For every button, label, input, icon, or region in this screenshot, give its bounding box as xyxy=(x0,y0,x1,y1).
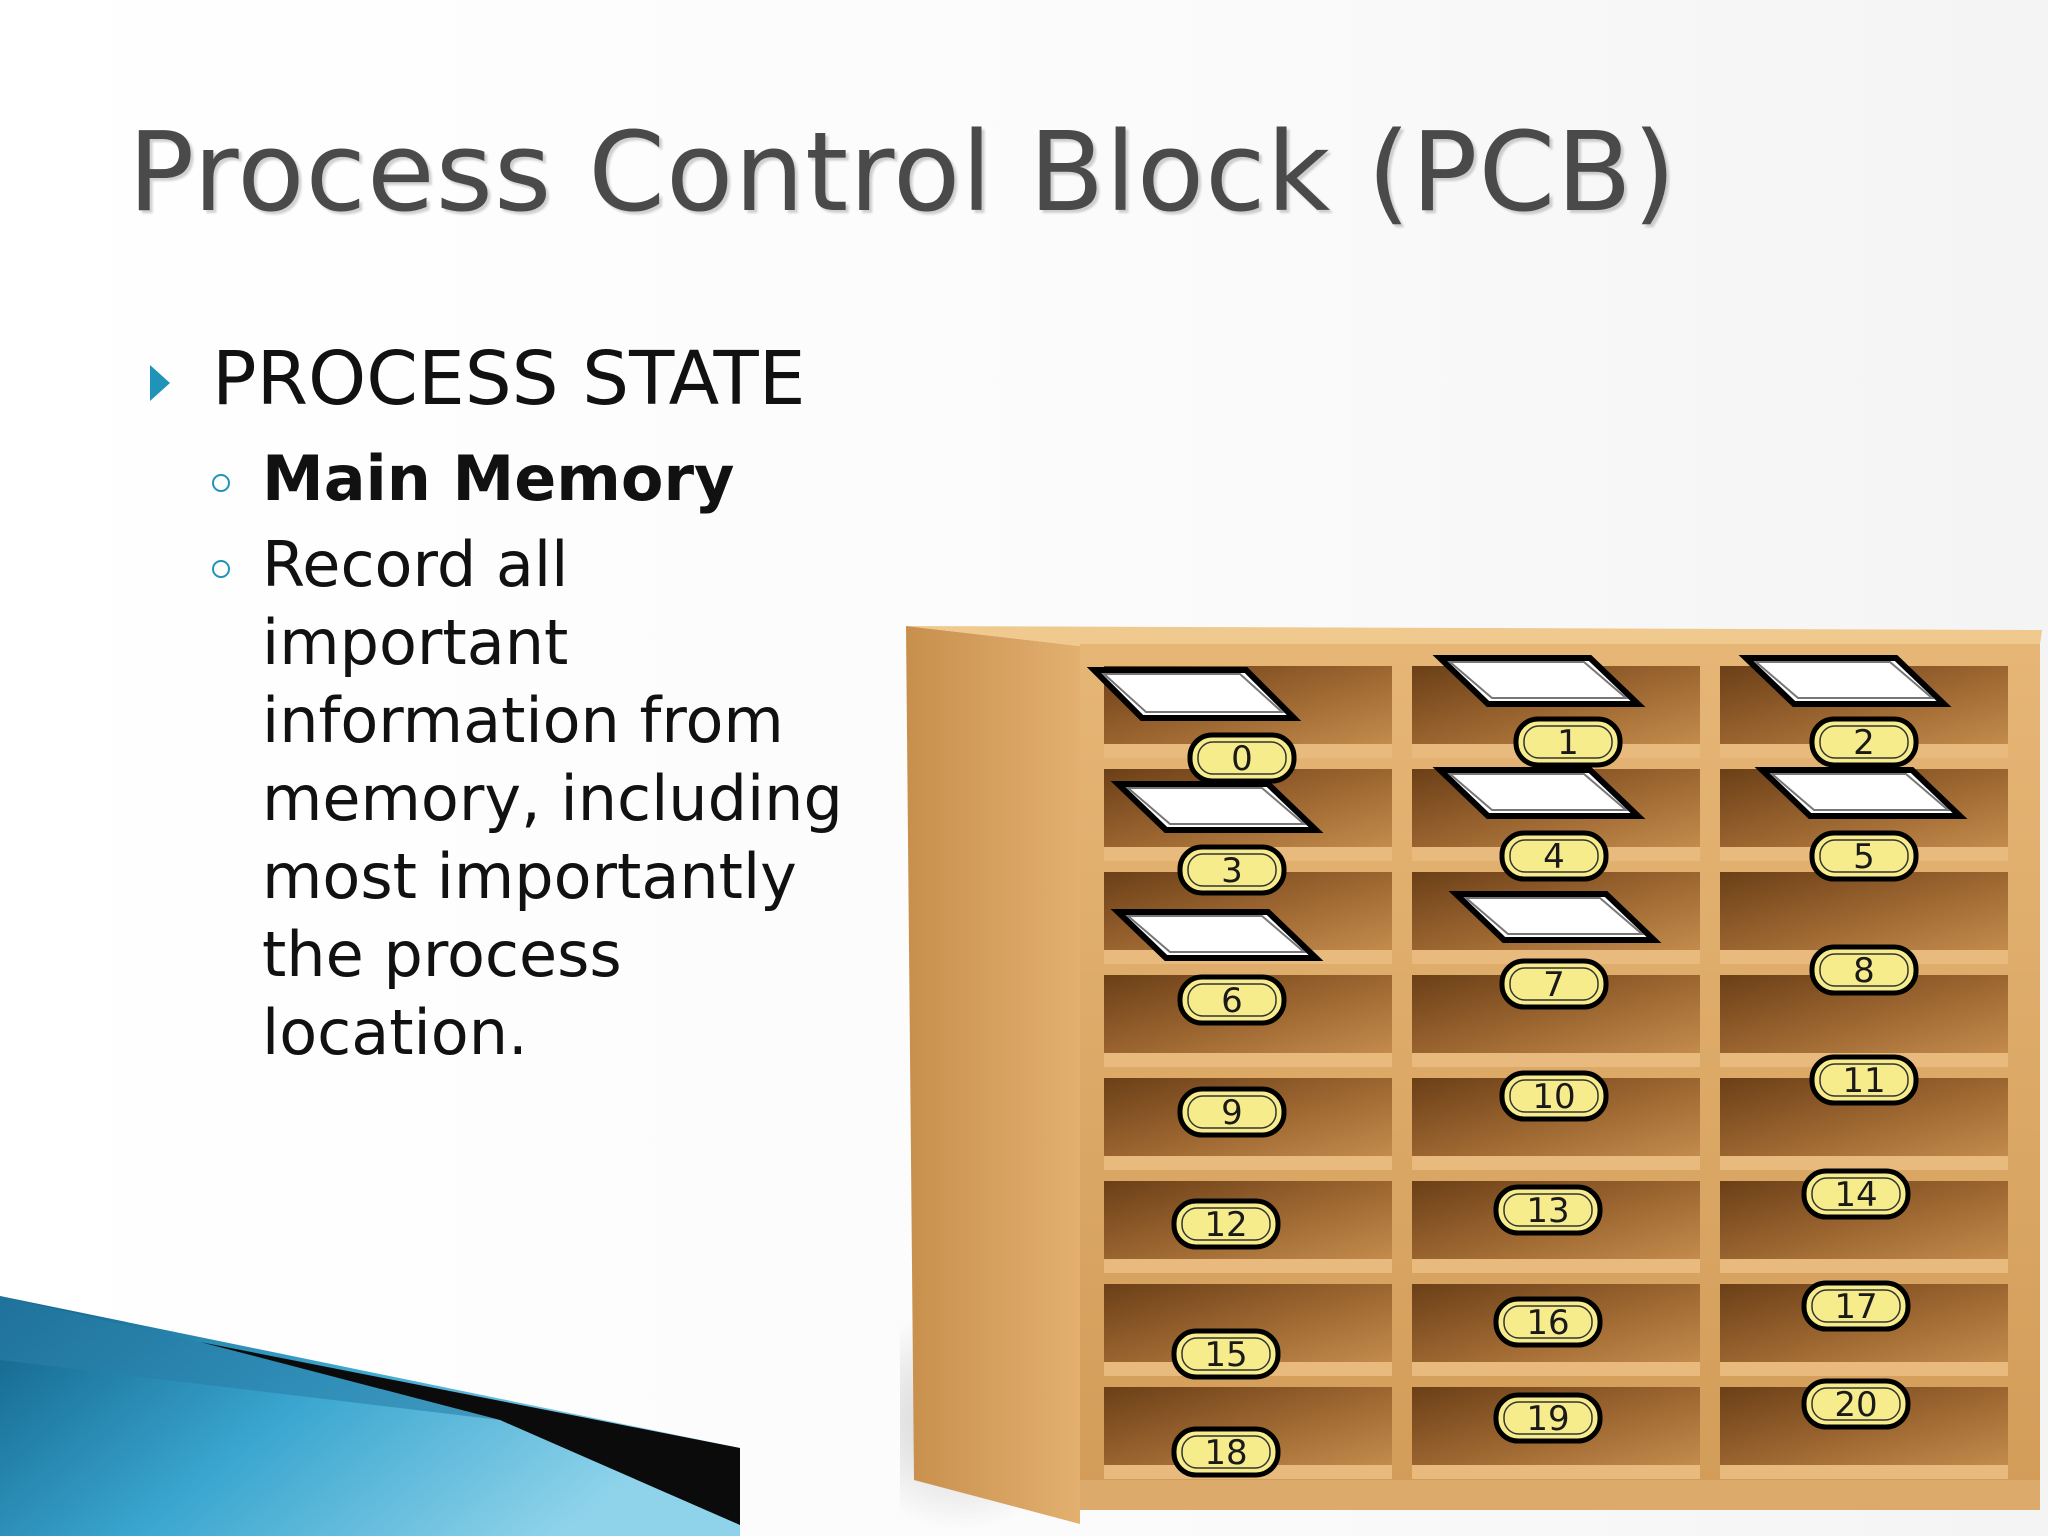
slot-number-tag: 19 xyxy=(1493,1392,1603,1444)
slot-number-label: 10 xyxy=(1532,1077,1575,1117)
sub-bullet-main-memory: Main Memory xyxy=(212,440,862,518)
circle-bullet-icon xyxy=(212,474,230,492)
pcb-card xyxy=(1086,667,1302,721)
slot-number-tag: 12 xyxy=(1171,1198,1281,1250)
slot-number-label: 11 xyxy=(1842,1061,1885,1101)
slot-number-label: 16 xyxy=(1526,1303,1569,1343)
slot-number-label: 20 xyxy=(1834,1385,1877,1425)
shelf xyxy=(1104,1156,1392,1170)
slot-number-label: 14 xyxy=(1834,1175,1877,1215)
corner-swoosh-decoration xyxy=(0,1296,740,1536)
slot-number-tag: 5 xyxy=(1809,830,1919,882)
shelf xyxy=(1720,1156,2008,1170)
triangle-bullet-icon xyxy=(150,365,170,401)
sub-bullet-text: Main Memory xyxy=(262,442,735,515)
bullet-process-state: PROCESS STATE xyxy=(150,336,805,422)
slot-number-tag: 11 xyxy=(1809,1054,1919,1106)
slot-number-label: 13 xyxy=(1526,1191,1569,1231)
slot-number-label: 3 xyxy=(1221,851,1243,891)
shelf xyxy=(1412,1156,1700,1170)
shelf xyxy=(1720,1465,2008,1479)
slot-number-tag: 20 xyxy=(1801,1378,1911,1430)
slot-number-tag: 8 xyxy=(1809,944,1919,996)
shelf xyxy=(1412,1053,1700,1067)
slot-number-tag: 3 xyxy=(1177,844,1287,896)
pcb-card xyxy=(1754,767,1968,819)
slot-number-label: 8 xyxy=(1853,951,1875,991)
slot-number-tag: 16 xyxy=(1493,1296,1603,1348)
shelf xyxy=(1412,1362,1700,1376)
pcb-card xyxy=(1432,767,1646,819)
circle-bullet-icon xyxy=(212,560,230,578)
slot-number-label: 0 xyxy=(1231,739,1253,779)
slot-number-label: 17 xyxy=(1834,1287,1877,1327)
page-title: Process Control Block (PCB) xyxy=(128,108,1677,236)
shelf xyxy=(1412,950,1700,964)
slot-number-tag: 15 xyxy=(1171,1328,1281,1380)
slot-number-tag: 14 xyxy=(1801,1168,1911,1220)
slot-number-tag: 9 xyxy=(1177,1086,1287,1138)
bullet-text: PROCESS STATE xyxy=(212,336,806,422)
slot-number-label: 2 xyxy=(1853,723,1875,763)
slot-number-label: 4 xyxy=(1543,837,1565,877)
slot-number-tag: 10 xyxy=(1499,1070,1609,1122)
pcb-card xyxy=(1448,891,1662,943)
pcb-card xyxy=(1110,909,1324,961)
slot-number-label: 15 xyxy=(1204,1335,1247,1375)
slot-number-label: 12 xyxy=(1204,1205,1247,1245)
slot-number-label: 7 xyxy=(1543,965,1565,1005)
sub-bullet-text: Record all important information from me… xyxy=(262,528,843,1069)
slot-number-label: 1 xyxy=(1557,723,1579,763)
shelf xyxy=(1104,1053,1392,1067)
slot-number-label: 9 xyxy=(1221,1093,1243,1133)
pcb-card xyxy=(1110,781,1324,833)
slot-number-tag: 18 xyxy=(1171,1426,1281,1478)
slot-number-tag: 2 xyxy=(1809,716,1919,768)
slot-number-tag: 6 xyxy=(1177,974,1287,1026)
shelf xyxy=(1104,1259,1392,1273)
slot-number-tag: 0 xyxy=(1187,732,1297,784)
shelf xyxy=(1412,1465,1700,1479)
cubby-slot xyxy=(1720,872,2008,954)
slot-number-label: 5 xyxy=(1853,837,1875,877)
slot-number-tag: 4 xyxy=(1499,830,1609,882)
pcb-card xyxy=(1432,655,1646,707)
slot-number-label: 19 xyxy=(1526,1399,1569,1439)
slot-number-tag: 17 xyxy=(1801,1280,1911,1332)
slot-number-tag: 1 xyxy=(1513,716,1623,768)
slot-number-label: 6 xyxy=(1221,981,1243,1021)
slot-number-tag: 13 xyxy=(1493,1184,1603,1236)
shelf xyxy=(1720,1259,2008,1273)
pcb-card xyxy=(1738,655,1952,707)
shelf xyxy=(1412,1259,1700,1273)
slot-number-tag: 7 xyxy=(1499,958,1609,1010)
shelf xyxy=(1720,1362,2008,1376)
sub-bullet-record: Record all important information from me… xyxy=(212,526,862,1072)
slot-number-label: 18 xyxy=(1204,1433,1247,1473)
